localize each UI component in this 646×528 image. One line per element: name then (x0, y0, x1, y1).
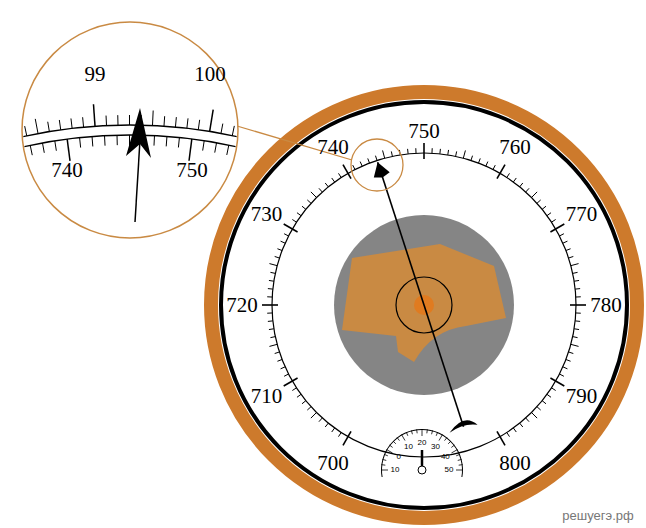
magnifier-circle (22, 22, 238, 238)
thermometer-bulb (418, 466, 426, 474)
scale-number: 710 (251, 386, 283, 407)
thermometer-stem (421, 450, 424, 468)
case-ring (211, 92, 637, 518)
zoom-leader (237, 126, 352, 160)
thermometer-number: 10 (391, 466, 400, 474)
scale-number: 750 (408, 121, 440, 142)
needle-head (374, 162, 390, 177)
thermometer-number: 0 (396, 453, 400, 461)
scale-number: 760 (499, 137, 531, 158)
thermometer-number: 10 (404, 443, 413, 451)
scale-number: 790 (566, 386, 598, 407)
magnified-needle (135, 140, 140, 222)
scale-number: 720 (226, 295, 258, 316)
thermometer-number: 50 (445, 466, 454, 474)
magnified-scale-number: 99 (85, 64, 106, 85)
thermometer-number: 30 (431, 443, 440, 451)
needle-tail (450, 420, 478, 433)
needle (378, 162, 464, 426)
inner-ring (221, 102, 627, 508)
magnified-scale-number: 750 (176, 160, 208, 181)
scale-number: 730 (251, 204, 283, 225)
scale-number: 700 (317, 452, 349, 473)
thermometer-number: 20 (418, 439, 427, 447)
thermometer-number: 40 (441, 453, 450, 461)
magnified-scale-number: 100 (194, 64, 226, 85)
watermark: решуегэ.рф (562, 509, 633, 522)
scale-ticks (262, 143, 586, 445)
thermometer-ticks (381, 429, 463, 470)
scale-number: 740 (317, 137, 349, 158)
scale-number: 770 (566, 204, 598, 225)
scale-number: 780 (590, 295, 622, 316)
thermometer-arc (381, 429, 463, 477)
scale-number: 800 (499, 452, 531, 473)
magnified-scale (0, 104, 625, 528)
magnified-scale-number: 740 (51, 160, 83, 181)
magnified-needle-head (126, 108, 151, 158)
scale-circle (272, 153, 576, 457)
zoom-circle (351, 139, 403, 191)
